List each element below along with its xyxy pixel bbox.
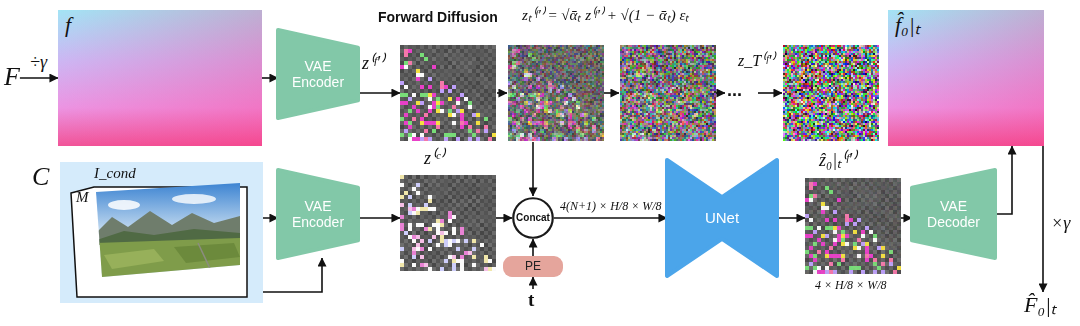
connector bbox=[532, 239, 534, 256]
latent-pixels bbox=[400, 45, 496, 141]
node-label: F bbox=[4, 62, 20, 92]
noisy-latent bbox=[620, 45, 716, 141]
connector bbox=[262, 77, 278, 79]
latent-pixels bbox=[805, 178, 901, 274]
connector bbox=[554, 217, 667, 219]
latent-patch: z_T⁽ᶠ′⁾ bbox=[783, 45, 879, 141]
timestep-symbol: t bbox=[528, 289, 534, 311]
diffusion-arrow bbox=[497, 92, 507, 94]
field-image: f bbox=[58, 10, 262, 146]
node-label: F̂₀|ₜ bbox=[1024, 292, 1056, 317]
noisy-latent bbox=[508, 45, 604, 141]
edge-label: ÷γ bbox=[29, 52, 48, 73]
node-label: I_cond bbox=[94, 165, 136, 182]
landscape-photo bbox=[94, 183, 240, 277]
concat-node: Concat bbox=[512, 197, 554, 239]
node-label: z⁽ᶜ⁾ bbox=[424, 148, 444, 169]
enc-body bbox=[278, 170, 358, 258]
unet-body bbox=[667, 160, 777, 276]
node-label: C bbox=[32, 162, 49, 192]
edge-label: 4(N+1) × H/8 × W/8 bbox=[559, 200, 663, 214]
illustration-part bbox=[172, 194, 216, 204]
connector bbox=[358, 217, 400, 219]
connector bbox=[496, 217, 512, 219]
diffusion-arrow bbox=[758, 92, 782, 94]
mask-body bbox=[71, 187, 247, 297]
vae-encoder: VAE Encoder bbox=[278, 30, 358, 118]
concat-circle bbox=[513, 198, 552, 237]
vae-decoder: VAE Decoder bbox=[912, 170, 995, 258]
illustration-part bbox=[174, 243, 240, 263]
node-label: PE bbox=[525, 260, 541, 274]
free-label: zₜ⁽ᶠ′⁾ = √ᾱₜ z⁽ᶠ′⁾ + √(1 − ᾱₜ) εₜ bbox=[522, 7, 689, 24]
node-label: Concat bbox=[516, 212, 550, 224]
node-label: VAE Encoder bbox=[287, 198, 349, 230]
node-label: VAE Encoder bbox=[287, 58, 349, 90]
condition-image: I_cond bbox=[94, 165, 240, 277]
noisy-latent-arrow bbox=[532, 142, 534, 196]
diffusion-arrow bbox=[604, 92, 619, 94]
dec-body bbox=[912, 170, 995, 258]
latent-patch: z⁽ᶜ⁾ bbox=[400, 175, 496, 271]
connector bbox=[20, 77, 58, 79]
latent-patch: ẑ₀|ₜ⁽ᶠ′⁾ bbox=[805, 178, 901, 274]
illustration-part bbox=[104, 249, 164, 269]
unet-block: UNet bbox=[667, 160, 777, 276]
vae-encoder: VAE Encoder bbox=[278, 170, 358, 258]
symbol-label: F̂₀|ₜ bbox=[1024, 292, 1056, 317]
free-label: 4 × H/8 × W/8 bbox=[815, 279, 887, 293]
latent-pixels bbox=[400, 175, 496, 271]
diffusion-arrow bbox=[716, 92, 725, 94]
node-label: ẑ₀|ₜ⁽ᶠ′⁾ bbox=[819, 150, 856, 171]
node-label: t bbox=[528, 289, 534, 311]
connector bbox=[995, 146, 1012, 214]
node-label: VAE Decoder bbox=[923, 198, 985, 230]
node-label: z_T⁽ᶠ′⁾ bbox=[738, 52, 775, 70]
connector bbox=[1042, 146, 1044, 292]
edge-label: ×γ bbox=[1050, 213, 1071, 234]
node-label: z⁽ᶠ′⁾ bbox=[362, 53, 384, 74]
node-label: M bbox=[76, 189, 89, 206]
enc-body bbox=[278, 30, 358, 118]
node-label: UNet bbox=[705, 209, 739, 226]
field-image: f̂₀|ₜ bbox=[888, 10, 1044, 146]
illustration-part bbox=[94, 183, 240, 277]
symbol-label: F bbox=[4, 62, 20, 92]
node-label: f̂₀|ₜ bbox=[895, 12, 920, 37]
condition-panel: CI_condM bbox=[60, 162, 263, 303]
free-label: ... bbox=[727, 80, 742, 101]
latent-pixels bbox=[783, 45, 879, 141]
illustration-part bbox=[108, 200, 140, 210]
diagram-title: Forward Diffusion bbox=[378, 9, 498, 25]
positional-encoding: PE bbox=[503, 256, 563, 277]
connector bbox=[532, 277, 534, 289]
connector bbox=[777, 217, 805, 219]
node-label: f bbox=[65, 12, 71, 37]
latent-patch: z⁽ᶠ′⁾ bbox=[400, 45, 496, 141]
connector bbox=[358, 92, 400, 94]
illustration-part bbox=[94, 183, 240, 277]
